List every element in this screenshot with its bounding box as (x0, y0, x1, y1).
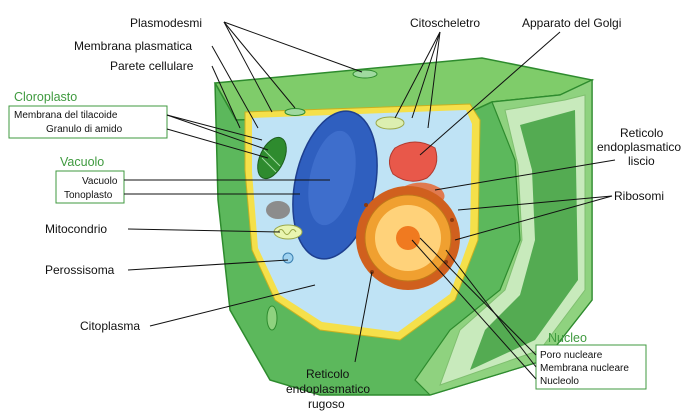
peroxisome (283, 253, 293, 263)
label-rer-3: rugoso (308, 397, 345, 411)
label-ribosomi: Ribosomi (614, 189, 664, 203)
label-cloroplasto: Cloroplasto (14, 90, 77, 104)
label-nucleo-group: Nucleo (548, 331, 587, 345)
cell-illustration (215, 58, 592, 395)
nucleolus (396, 226, 420, 250)
label-vacuolo: Vacuolo (82, 176, 118, 187)
label-tonoplasto: Tonoplasto (64, 190, 113, 201)
label-poro-nucleare: Poro nucleare (540, 350, 603, 361)
label-rel-2: endoplasmatico (597, 140, 681, 154)
label-rer-2: endoplasmatico (286, 382, 370, 396)
label-rel-3: liscio (628, 154, 655, 168)
label-perossisoma: Perossisoma (45, 263, 115, 277)
label-nucleolo: Nucleolo (540, 376, 579, 387)
label-citoscheletro: Citoscheletro (410, 16, 480, 30)
label-mitocondrio: Mitocondrio (45, 222, 107, 236)
label-membrana-nucleare: Membrana nucleare (540, 363, 629, 374)
label-parete-cellulare: Parete cellulare (110, 59, 194, 73)
label-golgi: Apparato del Golgi (522, 16, 621, 30)
golgi-apparatus (389, 142, 436, 181)
label-vacuolo-group: Vacuolo (60, 155, 104, 169)
label-membrana-plasmatica: Membrana plasmatica (74, 39, 192, 53)
plasmodesma-2 (285, 109, 305, 116)
label-rer-1: Reticolo (306, 367, 350, 381)
label-citoplasma: Citoplasma (80, 319, 140, 333)
label-plasmodesmi: Plasmodesmi (130, 16, 202, 30)
label-granulo-amido: Granulo di amido (46, 124, 123, 135)
label-membrana-tilacoide: Membrana del tilacoide (14, 110, 118, 121)
plasmodesma-1 (353, 70, 377, 78)
label-rel-1: Reticolo (620, 126, 664, 140)
